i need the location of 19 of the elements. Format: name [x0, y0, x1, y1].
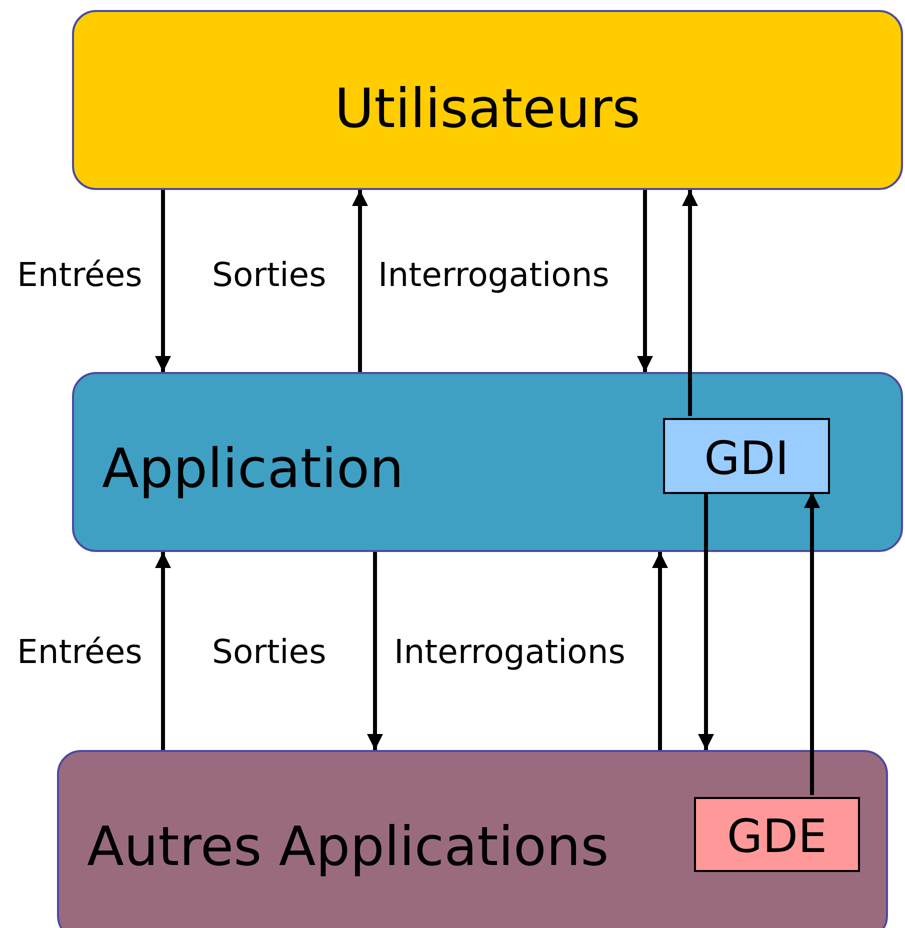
arrow [804, 492, 820, 795]
layer-box [72, 372, 903, 552]
arrow [155, 552, 171, 750]
arrow [698, 492, 714, 750]
layer-box [57, 750, 888, 928]
component-label: GDI [703, 435, 790, 481]
arrow [352, 190, 368, 372]
layer-title: Autres Applications [87, 820, 609, 874]
layer-title: Utilisateurs [334, 82, 642, 136]
component-label: GDE [726, 813, 828, 859]
arrow [367, 552, 383, 750]
arrow [155, 190, 171, 372]
inner-box [663, 418, 830, 494]
layer-box [72, 10, 903, 190]
arrow [652, 552, 668, 750]
inner-box [694, 797, 860, 872]
arrow [682, 190, 698, 416]
layer-title: Application [102, 442, 404, 496]
arrow [637, 190, 653, 372]
